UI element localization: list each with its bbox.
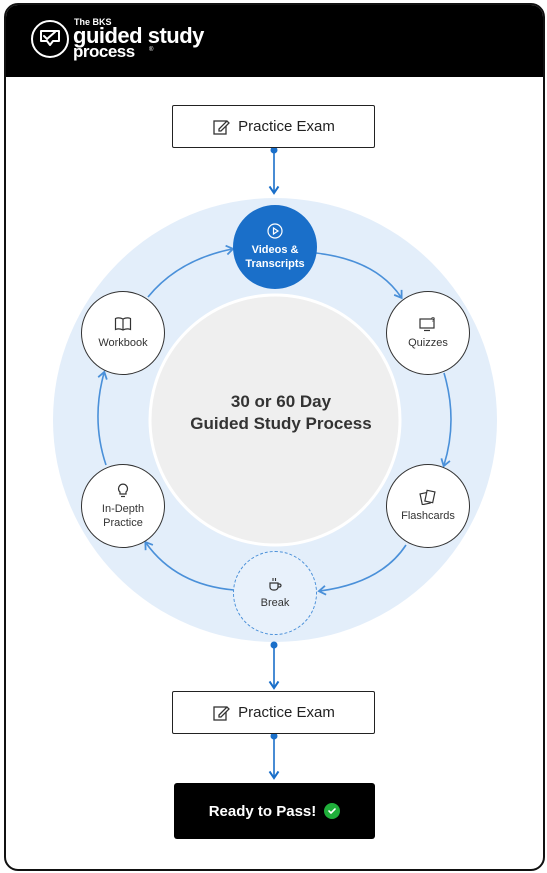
bks-logo-icon (31, 20, 69, 58)
bottom-practice-exam-label: Practice Exam (238, 704, 335, 721)
lightbulb-icon (117, 483, 129, 498)
arrow-workbook-videos (147, 244, 235, 298)
quizzes-label: Quizzes (408, 337, 448, 349)
node-quizzes: ? Quizzes (386, 291, 470, 375)
book-icon (114, 317, 132, 331)
brand-line2: process (73, 42, 135, 61)
connector-bottom-dot (270, 732, 278, 740)
arrow-practice-workbook (97, 370, 108, 466)
videos-line2: Transcripts (245, 258, 305, 270)
practice-line1: In-Depth (101, 503, 145, 515)
check-icon (324, 803, 341, 819)
brand-line1: guided study (73, 23, 204, 48)
videos-line1: Videos & (251, 244, 299, 256)
arrow-break-practice (144, 540, 235, 591)
ready-label: Ready to Pass! (208, 802, 317, 820)
arrow-flashcards-break (317, 544, 407, 596)
top-practice-exam-box: Practice Exam (172, 105, 375, 148)
connector-top-dot (270, 146, 278, 154)
center-title: 30 or 60 Day Guided Study Process (153, 391, 409, 435)
play-icon (267, 223, 283, 239)
node-in-depth-practice: In-Depth Practice (81, 464, 165, 548)
practice-line2: Practice (103, 517, 143, 529)
node-workbook: Workbook (81, 291, 165, 375)
node-break: Break (233, 551, 317, 635)
edit-icon (213, 705, 231, 721)
arrow-videos-quizzes (315, 252, 403, 300)
node-videos-transcripts: Videos & Transcripts (233, 205, 317, 289)
node-flashcards: Flashcards (386, 464, 470, 548)
registered-mark: ® (149, 47, 154, 53)
monitor-question-icon: ? (419, 317, 435, 332)
cards-icon (419, 489, 436, 505)
center-line2: Guided Study Process (190, 414, 372, 433)
connector-mid-dot (270, 641, 278, 649)
arrow-quizzes-flashcards (440, 372, 452, 468)
edit-icon (213, 119, 231, 135)
top-practice-exam-label: Practice Exam (238, 118, 335, 135)
brand-prefix: The BKS (74, 17, 112, 27)
page-frame: The BKS guided study process ® (4, 3, 545, 871)
inner-circle (148, 293, 402, 547)
center-line1: 30 or 60 Day (230, 392, 332, 411)
header: The BKS guided study process ® (6, 5, 543, 77)
coffee-icon (269, 578, 282, 591)
workbook-label: Workbook (98, 337, 148, 349)
ready-to-pass-box: Ready to Pass! (174, 783, 375, 839)
svg-text:?: ? (431, 317, 435, 324)
bottom-practice-exam-box: Practice Exam (172, 691, 375, 734)
break-label: Break (260, 597, 290, 609)
diagram-canvas (53, 146, 497, 780)
flashcards-label: Flashcards (401, 510, 455, 522)
